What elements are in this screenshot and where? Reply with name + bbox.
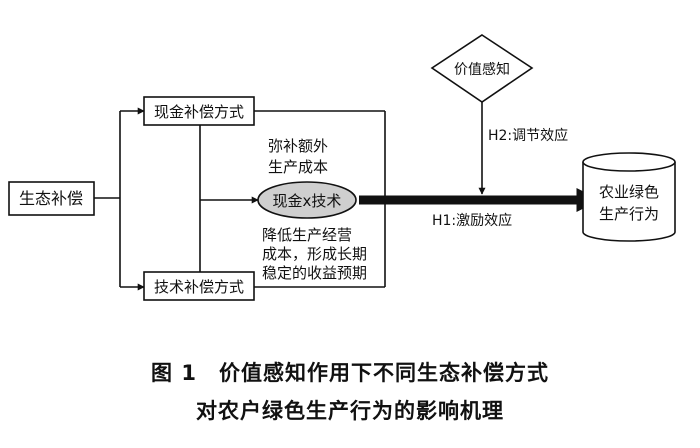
value-perception-label: 价值感知	[454, 61, 510, 78]
h2-label: H2:调节效应	[488, 127, 568, 144]
caption-title-line1: 价值感知作用下不同生态补偿方式	[218, 361, 549, 385]
green-behavior-line1: 农业绿色	[599, 183, 659, 201]
reduce-cost-line1: 降低生产经营	[262, 226, 352, 244]
figure-caption-line2: 对农户绿色生产行为的影响机理	[0, 395, 700, 425]
cash-comp-box	[143, 96, 255, 126]
figure-caption-line1: 图 1 价值感知作用下不同生态补偿方式	[0, 357, 700, 387]
extra-cost-line2: 生产成本	[268, 158, 328, 176]
value-perception-diamond	[430, 34, 534, 103]
tech-comp-box	[143, 271, 255, 301]
reduce-cost-line3: 稳定的收益预期	[262, 264, 367, 282]
extra-cost-line1: 弥补额外	[268, 137, 328, 155]
cash-tech-label: 现金x技术	[273, 192, 342, 210]
cash-tech-ellipse	[257, 181, 357, 219]
eco-comp-label: 生态补偿	[19, 189, 83, 208]
eco-comp-box	[8, 181, 95, 216]
green-behavior-line2: 生产行为	[599, 205, 659, 223]
cash-comp-label: 现金补偿方式	[154, 103, 244, 121]
h1-label: H1:激励效应	[432, 212, 512, 229]
reduce-cost-line2: 成本，形成长期	[262, 245, 367, 263]
green-behavior-cylinder	[582, 152, 676, 242]
figure-number: 图 1	[151, 361, 197, 385]
caption-title-line2: 对农户绿色生产行为的影响机理	[196, 399, 504, 423]
tech-comp-label: 技术补偿方式	[154, 278, 244, 296]
